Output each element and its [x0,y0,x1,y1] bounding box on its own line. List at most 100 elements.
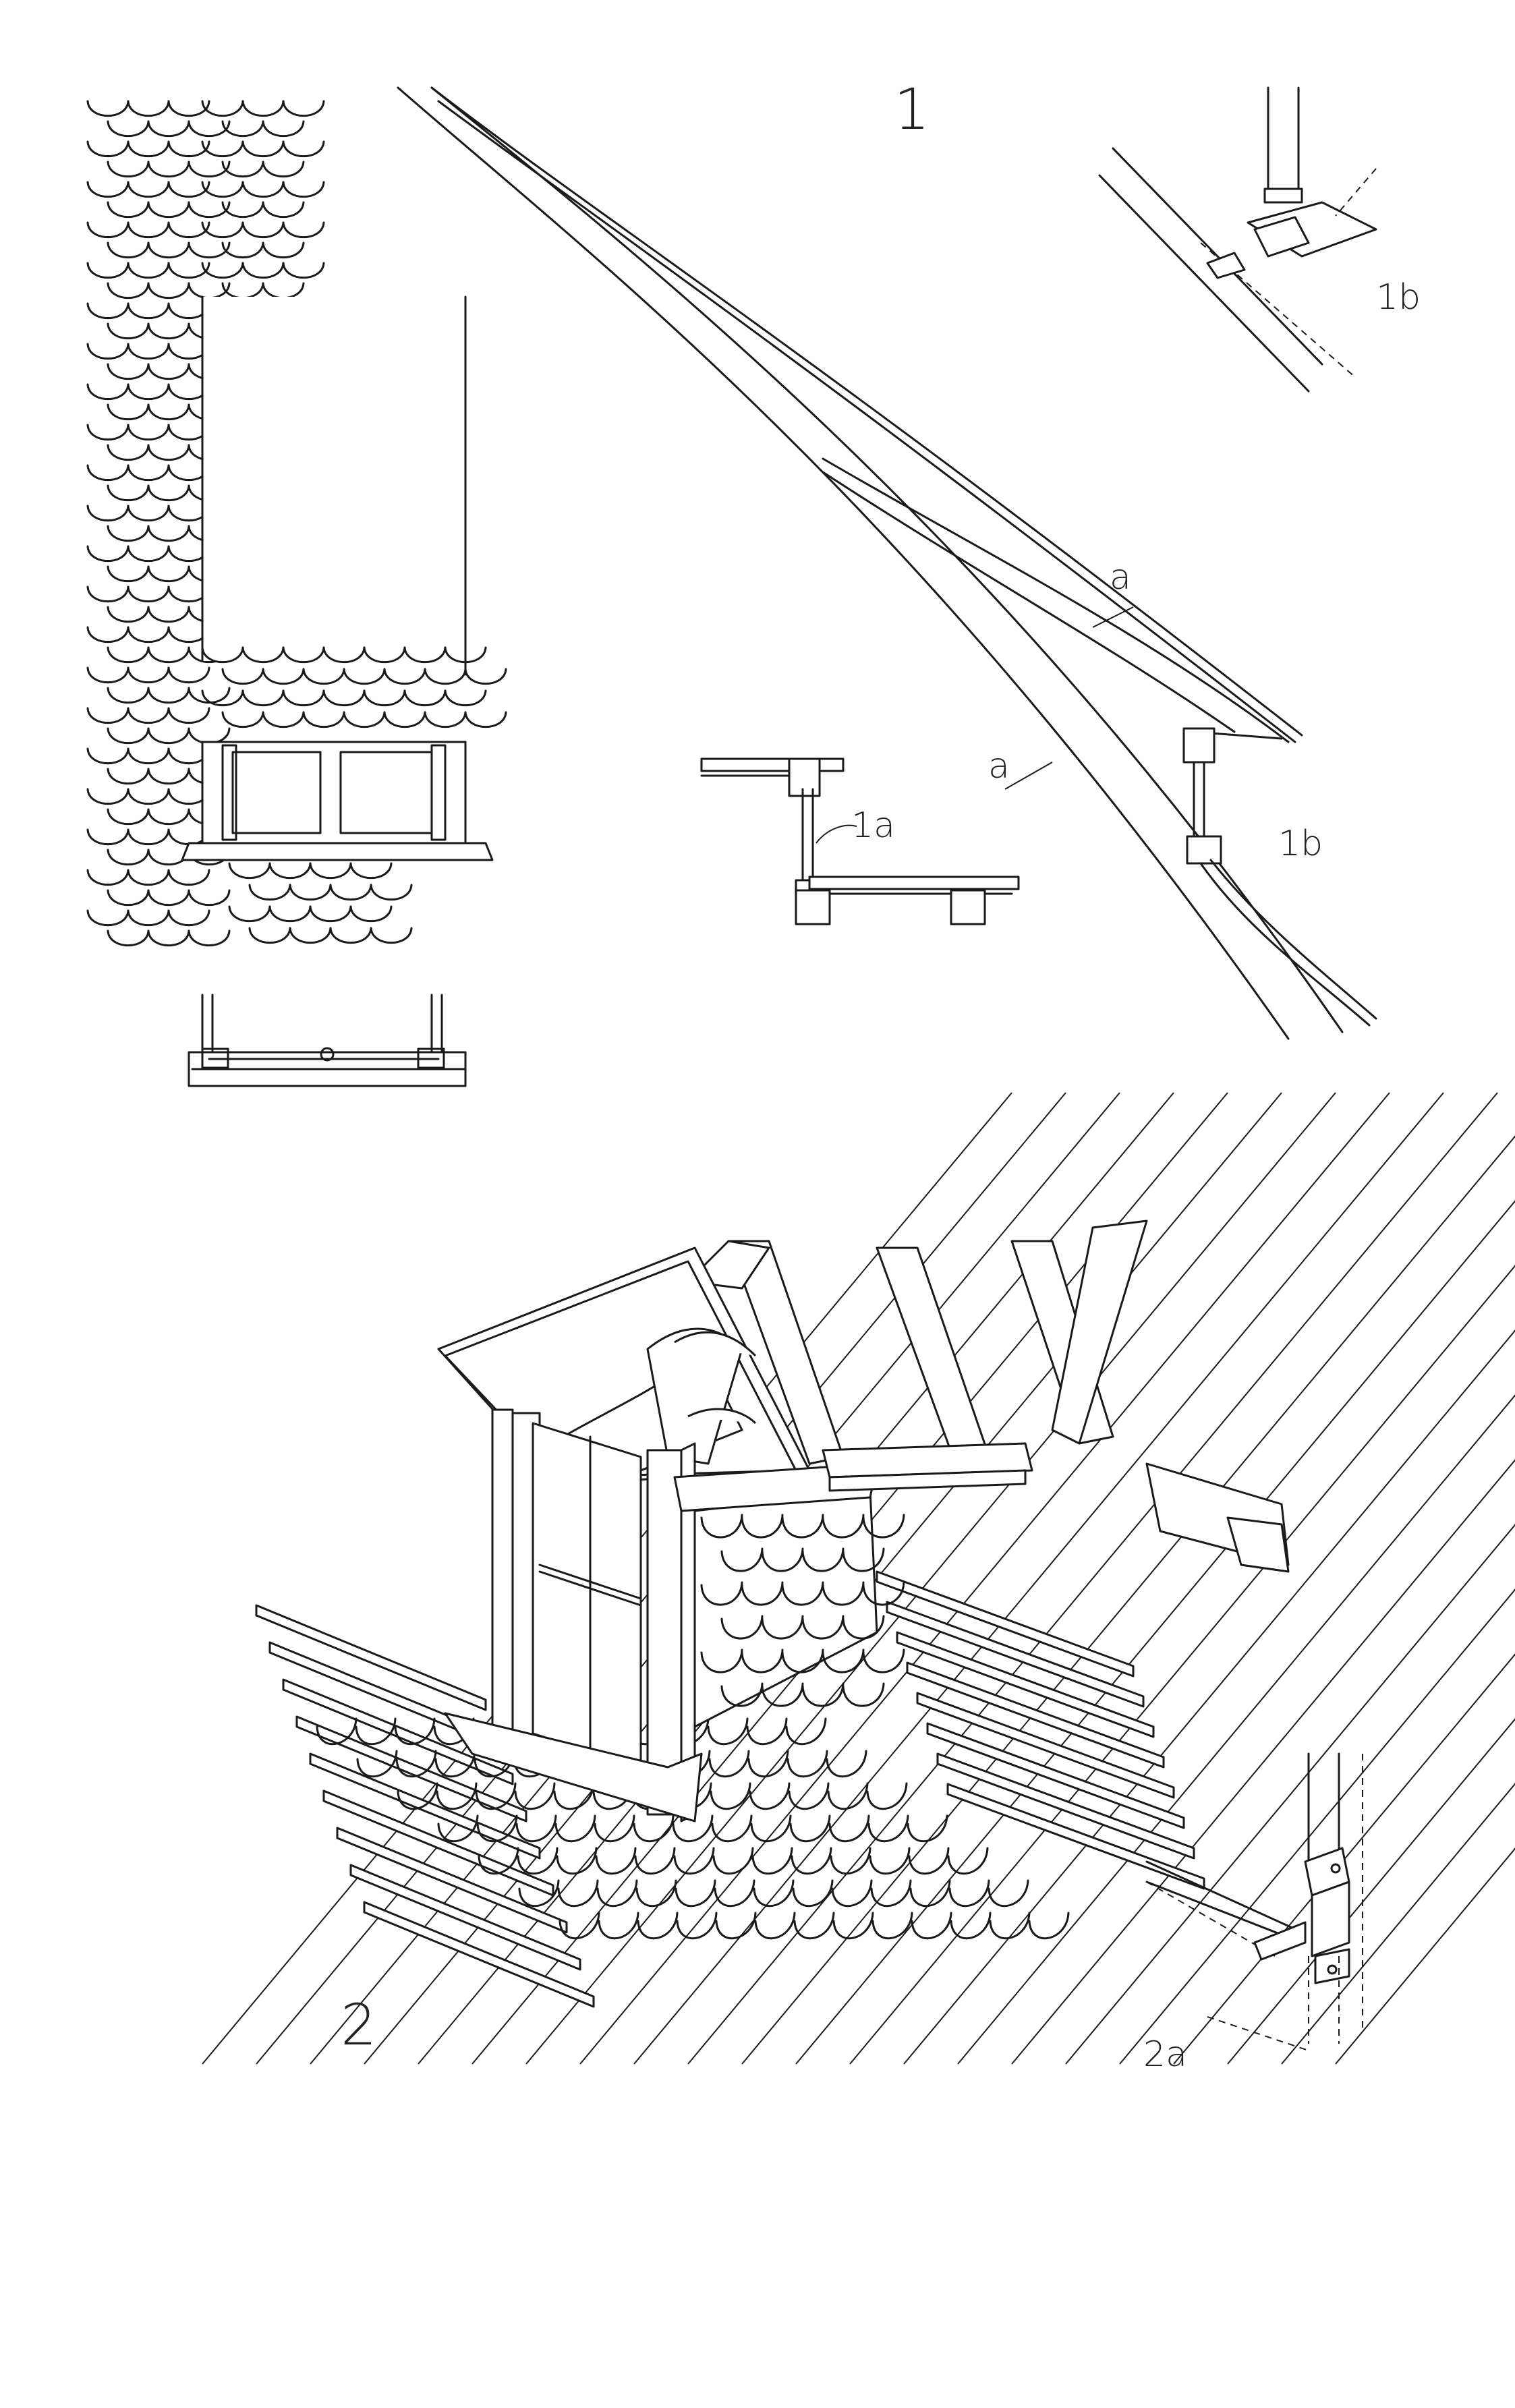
tile-scale [948,1879,990,1908]
tile-scale [710,1782,751,1810]
tile-scale [201,221,244,238]
tile-scale [241,262,285,279]
tile-scale [147,322,190,339]
tile-scale [107,687,150,704]
tile-scale [86,747,130,764]
tile-scale [268,862,312,879]
rafter-line [1281,1783,1515,2065]
tile-scale [403,646,447,663]
tile-scale [127,221,170,238]
tile-scale [282,221,325,238]
rafter-line [1119,1588,1515,2065]
tile-scale [394,1717,436,1746]
tile-scale [147,808,190,825]
tile-scale [322,646,366,663]
tile-scale [830,1847,871,1875]
tile-scale [869,1847,911,1875]
tile-scale [708,1750,750,1778]
tile-scale [147,768,190,784]
tile-scale [714,1879,755,1908]
tile-scale [822,1649,865,1673]
tile-scale [221,668,264,685]
tile-scale [302,711,345,728]
tile-scale [262,711,305,728]
tile-scale [86,140,130,157]
tile-scale [107,565,150,582]
tile-scale [700,1649,743,1673]
tile-scale [370,884,413,900]
tile-scale [862,1649,905,1673]
tile-scale [86,262,130,279]
tile-scale [147,403,190,420]
tile-scale [791,1847,832,1875]
rafter-line [1173,1653,1515,2065]
tile-scale [107,241,150,258]
tile-scale [167,869,210,886]
tile-scale [747,1750,789,1778]
tile-scale [475,1782,517,1810]
tile-scale [356,1750,398,1778]
tile-scale [781,1649,824,1673]
tile-scale [633,1814,675,1843]
tile-scale [127,707,170,724]
tile-scale [147,161,190,177]
tile-scale [827,1782,869,1810]
tile-scale [241,221,285,238]
tile-scale [107,282,150,299]
tile-scale [188,929,231,946]
tile-scale [842,1615,885,1640]
batten [363,1901,595,2008]
tile-scale [86,666,130,683]
tile-scale [801,1682,845,1707]
tile-scale [792,1879,834,1908]
batten [295,1715,527,1823]
tile-scale [842,1682,885,1707]
tile-scale [907,1814,948,1843]
tile-scale [262,241,305,258]
tile-scale [127,788,170,805]
tile-scale [282,262,325,279]
tile-scale [107,768,150,784]
tile-scale [363,646,406,663]
tile-scale [309,862,352,879]
tile-scale [188,889,231,906]
rafter-line [957,1394,1515,2065]
tile-scale [556,1847,598,1875]
tile-scale [746,1717,788,1746]
label-figure-2a: 2a [1143,2034,1187,2075]
tile-scale [828,1814,870,1843]
tile-scale [147,282,190,299]
tile-scale [478,1847,519,1875]
tile-scale [832,1912,874,1940]
tile-scale [553,1782,595,1810]
tile-scale [866,1782,908,1810]
tile-scale [761,1547,804,1572]
tile-scale [127,828,170,845]
rafter-line [849,1265,1515,2065]
tile-scale [720,1682,764,1707]
tile-scale [761,1615,804,1640]
tile-scale [86,464,130,481]
tile-scale [127,626,170,643]
tile-scale [127,869,170,886]
tile-scale [107,322,150,339]
tile-scale [262,282,305,299]
tile-scale [517,1847,559,1875]
tile-scale [107,849,150,865]
tile-scale [822,1514,865,1539]
tile-scale [107,646,150,663]
label-figure-1b-mid: 1b [1278,824,1323,864]
batten [336,1827,568,1934]
tile-scale [107,161,150,177]
tile-scale [86,302,130,319]
tile-scale [147,727,190,744]
roof-battens [255,1570,1205,2008]
tile-scale [741,1581,784,1606]
tile-scale [127,100,170,117]
tile-scale [221,201,264,218]
tile-scale [167,140,210,157]
tile-scale [86,383,130,400]
tile-scale [167,221,210,238]
tile-scale [241,646,285,663]
batten [349,1864,581,1971]
